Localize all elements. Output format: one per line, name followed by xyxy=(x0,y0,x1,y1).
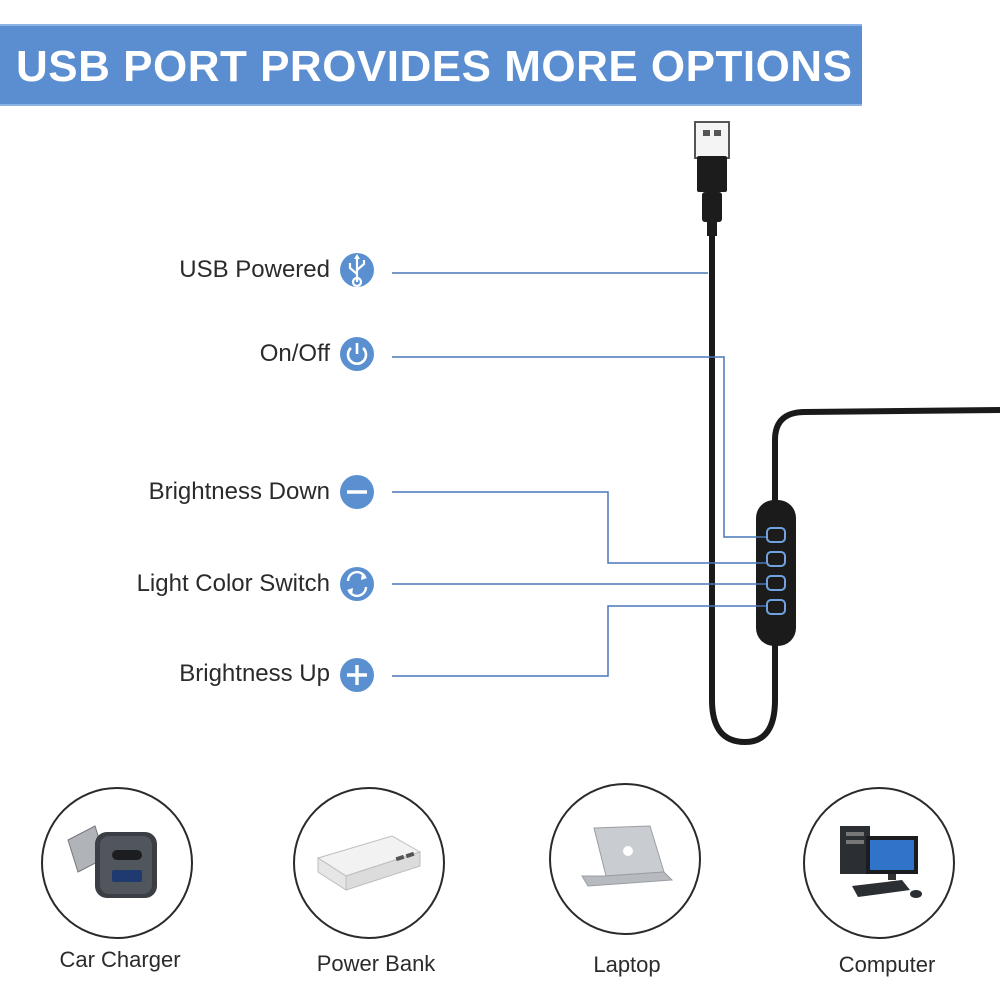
source-car-charger: Car Charger xyxy=(59,947,181,972)
swap-icon xyxy=(340,567,374,601)
plus-icon xyxy=(340,658,374,692)
power-bank-icon xyxy=(293,787,445,939)
minus-icon xyxy=(340,475,374,509)
usb-icon xyxy=(340,253,374,288)
leader-lines xyxy=(392,272,766,677)
feature-light-color-switch: Light Color Switch xyxy=(136,570,330,597)
banner-title: USB PORT PROVIDES MORE OPTIONS xyxy=(16,42,853,91)
usb-cable xyxy=(709,236,778,746)
car-charger-icon xyxy=(41,787,193,939)
source-power-bank: Power Bank xyxy=(316,951,436,976)
usb-plug xyxy=(694,121,730,236)
source-laptop: Laptop xyxy=(593,952,661,977)
computer-icon xyxy=(803,787,955,939)
feature-usb-powered: USB Powered xyxy=(179,256,330,283)
feature-brightness-up: Brightness Up xyxy=(179,660,330,687)
inline-switch xyxy=(756,500,796,646)
title-banner: USB PORT PROVIDES MORE OPTIONS xyxy=(0,24,862,106)
feature-brightness-down: Brightness Down xyxy=(148,478,330,505)
feature-on-off: On/Off xyxy=(259,340,330,367)
source-computer: Computer xyxy=(838,952,936,977)
lamp-cable xyxy=(772,407,1000,502)
power-icon xyxy=(340,337,374,371)
laptop-icon xyxy=(549,783,701,935)
